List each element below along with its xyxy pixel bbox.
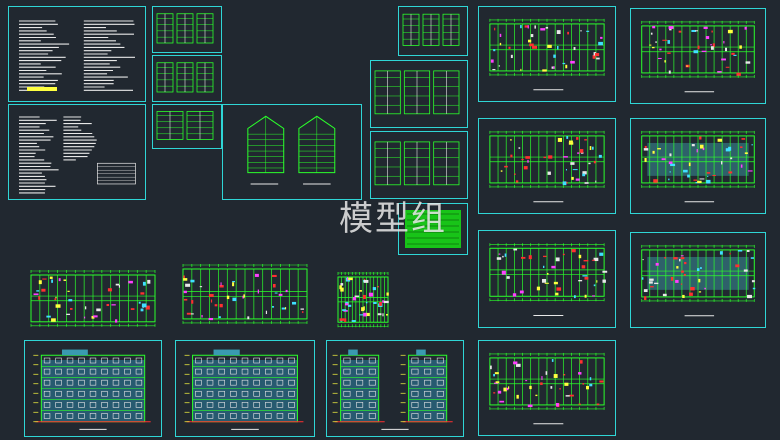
floor-plan-sheet-3: [478, 118, 616, 214]
floor-plan-sheet-6-drawing: [641, 244, 756, 317]
stair-plan-sheet: [335, 270, 391, 330]
legend-sheet-drawing: [405, 210, 461, 248]
detail-sheet-c-drawing: [156, 111, 214, 140]
design-notes-sheet-1: [8, 6, 146, 102]
floor-plan-sheet-7-drawing: [489, 352, 605, 425]
floor-plan-sheet-1: [478, 6, 616, 102]
front-elevation-sheet: [24, 340, 162, 437]
elevation-detail-sheet-a-drawing: [374, 70, 460, 115]
design-notes-sheet-2-drawing: [19, 116, 136, 194]
floor-plan-sheet-8: [28, 268, 158, 330]
rear-elevation-sheet: [175, 340, 315, 437]
side-elevation-sheet: [326, 340, 464, 437]
stair-plan-sheet-drawing: [337, 272, 389, 328]
detail-sheet-a: [152, 6, 222, 53]
floor-plan-sheet-9-drawing: [182, 264, 308, 324]
side-elevation-sheet-drawing: [332, 349, 453, 430]
floor-plan-sheet-4: [630, 118, 766, 214]
elevation-detail-sheet-b: [370, 131, 468, 199]
floor-plan-sheet-2-drawing: [641, 20, 755, 93]
floor-plan-sheet-8-drawing: [30, 270, 156, 327]
floor-plan-sheet-7: [478, 340, 616, 436]
front-elevation-sheet-drawing: [33, 349, 151, 430]
detail-sheet-c: [152, 104, 222, 149]
floor-plan-sheet-6: [630, 232, 766, 328]
elevation-detail-sheet-a: [370, 60, 468, 128]
detail-sheet-b: [152, 55, 222, 102]
detail-sheet-b-drawing: [156, 62, 214, 93]
floor-plan-sheet-9: [180, 262, 310, 328]
design-notes-sheet-2: [8, 104, 146, 200]
rear-elevation-sheet-drawing: [184, 349, 304, 430]
elevation-detail-sheet-b-drawing: [374, 141, 460, 186]
roof-plan-sheet: [222, 104, 362, 200]
floor-plan-sheet-3-drawing: [489, 130, 605, 203]
floor-plan-sheet-5: [478, 230, 616, 328]
floor-plan-sheet-4-drawing: [641, 130, 755, 203]
detail-sheet-a-drawing: [156, 13, 214, 44]
floor-plan-sheet-1-drawing: [489, 18, 605, 91]
floor-plan-sheet-2: [630, 8, 766, 104]
roof-plan-sheet-drawing: [247, 115, 336, 185]
detail-sheet-d: [398, 6, 468, 56]
watermark-text: 模型组: [339, 199, 447, 239]
legend-sheet: [398, 203, 468, 255]
detail-sheet-d-drawing: [402, 13, 460, 46]
floor-plan-sheet-5-drawing: [489, 243, 608, 316]
design-notes-sheet-1-drawing: [19, 20, 135, 91]
